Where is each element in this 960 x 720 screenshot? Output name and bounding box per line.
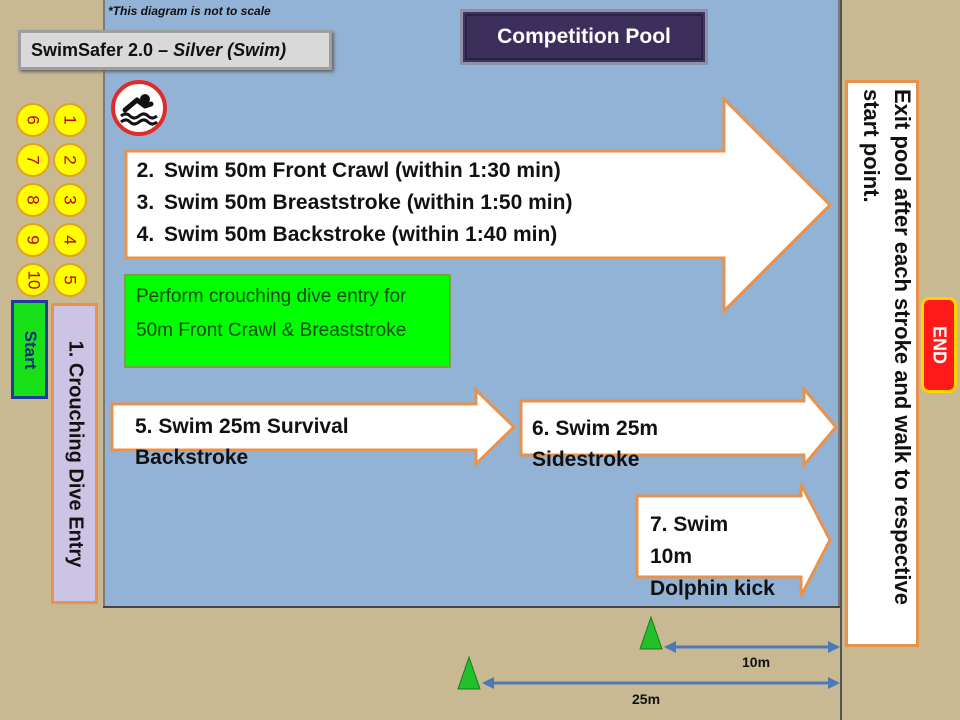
step-item: Swim 50m Front Crawl (within 1:30 min) bbox=[160, 155, 620, 187]
title-main: SwimSafer 2.0 – bbox=[31, 40, 174, 60]
lane-number-1: 1 bbox=[53, 103, 87, 137]
start-marker: Start bbox=[11, 300, 48, 399]
main-route-arrow bbox=[124, 95, 833, 315]
lane-number-5: 5 bbox=[53, 263, 87, 297]
competition-pool-label: Competition Pool bbox=[467, 16, 701, 58]
step-item: Swim 50m Backstroke (within 1:40 min) bbox=[160, 219, 620, 251]
step-item: Swim 50m Breaststroke (within 1:50 min) bbox=[160, 187, 620, 219]
competition-pool-label-box: Competition Pool bbox=[460, 9, 708, 65]
step7-line3: Dolphin kick bbox=[650, 577, 775, 600]
end-label: END bbox=[929, 325, 950, 365]
lane-number-9: 9 bbox=[16, 223, 50, 257]
lane-number-3: 3 bbox=[53, 183, 87, 217]
dive-entry-label: 1. Crouching Dive Entry bbox=[64, 340, 86, 567]
exit-instruction-box: Exit pool after each stroke and walk to … bbox=[845, 80, 919, 647]
lane-number-2: 2 bbox=[53, 143, 87, 177]
cone-marker-10m bbox=[639, 615, 663, 650]
step7-arrow bbox=[635, 483, 832, 597]
step6-line1: 6. Swim 25m bbox=[532, 417, 659, 440]
dive-entry-box: 1. Crouching Dive Entry bbox=[51, 303, 98, 604]
lane-number-10: 10 bbox=[16, 263, 50, 297]
end-marker: END bbox=[921, 297, 957, 393]
distance-label-10m: 10m bbox=[742, 654, 771, 670]
page-title: SwimSafer 2.0 – Silver (Swim) bbox=[18, 30, 332, 70]
cone-marker-25m bbox=[457, 655, 481, 690]
main-route-steps: Swim 50m Front Crawl (within 1:30 min) S… bbox=[130, 155, 620, 251]
lane-number-8: 8 bbox=[16, 183, 50, 217]
start-label: Start bbox=[20, 330, 40, 369]
step5-line2: Backstroke bbox=[135, 446, 249, 469]
step5-arrow bbox=[110, 386, 517, 468]
step5-line1: 5. Swim 25m Survival bbox=[135, 415, 349, 438]
lane-number-6: 6 bbox=[16, 103, 50, 137]
lane-number-7: 7 bbox=[16, 143, 50, 177]
lane-number-4: 4 bbox=[53, 223, 87, 257]
step6-arrow bbox=[519, 384, 838, 470]
title-level: Silver (Swim) bbox=[173, 40, 287, 60]
distance-label-25m: 25m bbox=[632, 691, 661, 707]
step6-label: 6. Swim 25m Sidestroke bbox=[532, 413, 658, 475]
step5-label: 5. Swim 25m Survival Backstroke bbox=[135, 411, 349, 473]
dive-instruction-box: Perform crouching dive entry for 50m Fro… bbox=[124, 274, 451, 368]
step7-line2: 10m bbox=[650, 545, 693, 568]
step7-label: 7. Swim 10m Dolphin kick bbox=[650, 509, 775, 605]
exit-instruction: Exit pool after each stroke and walk to … bbox=[859, 89, 915, 605]
step7-line1: 7. Swim bbox=[650, 513, 729, 536]
swimmer-icon bbox=[111, 80, 167, 136]
step6-line2: Sidestroke bbox=[532, 448, 640, 471]
scale-note: *This diagram is not to scale bbox=[108, 4, 271, 18]
